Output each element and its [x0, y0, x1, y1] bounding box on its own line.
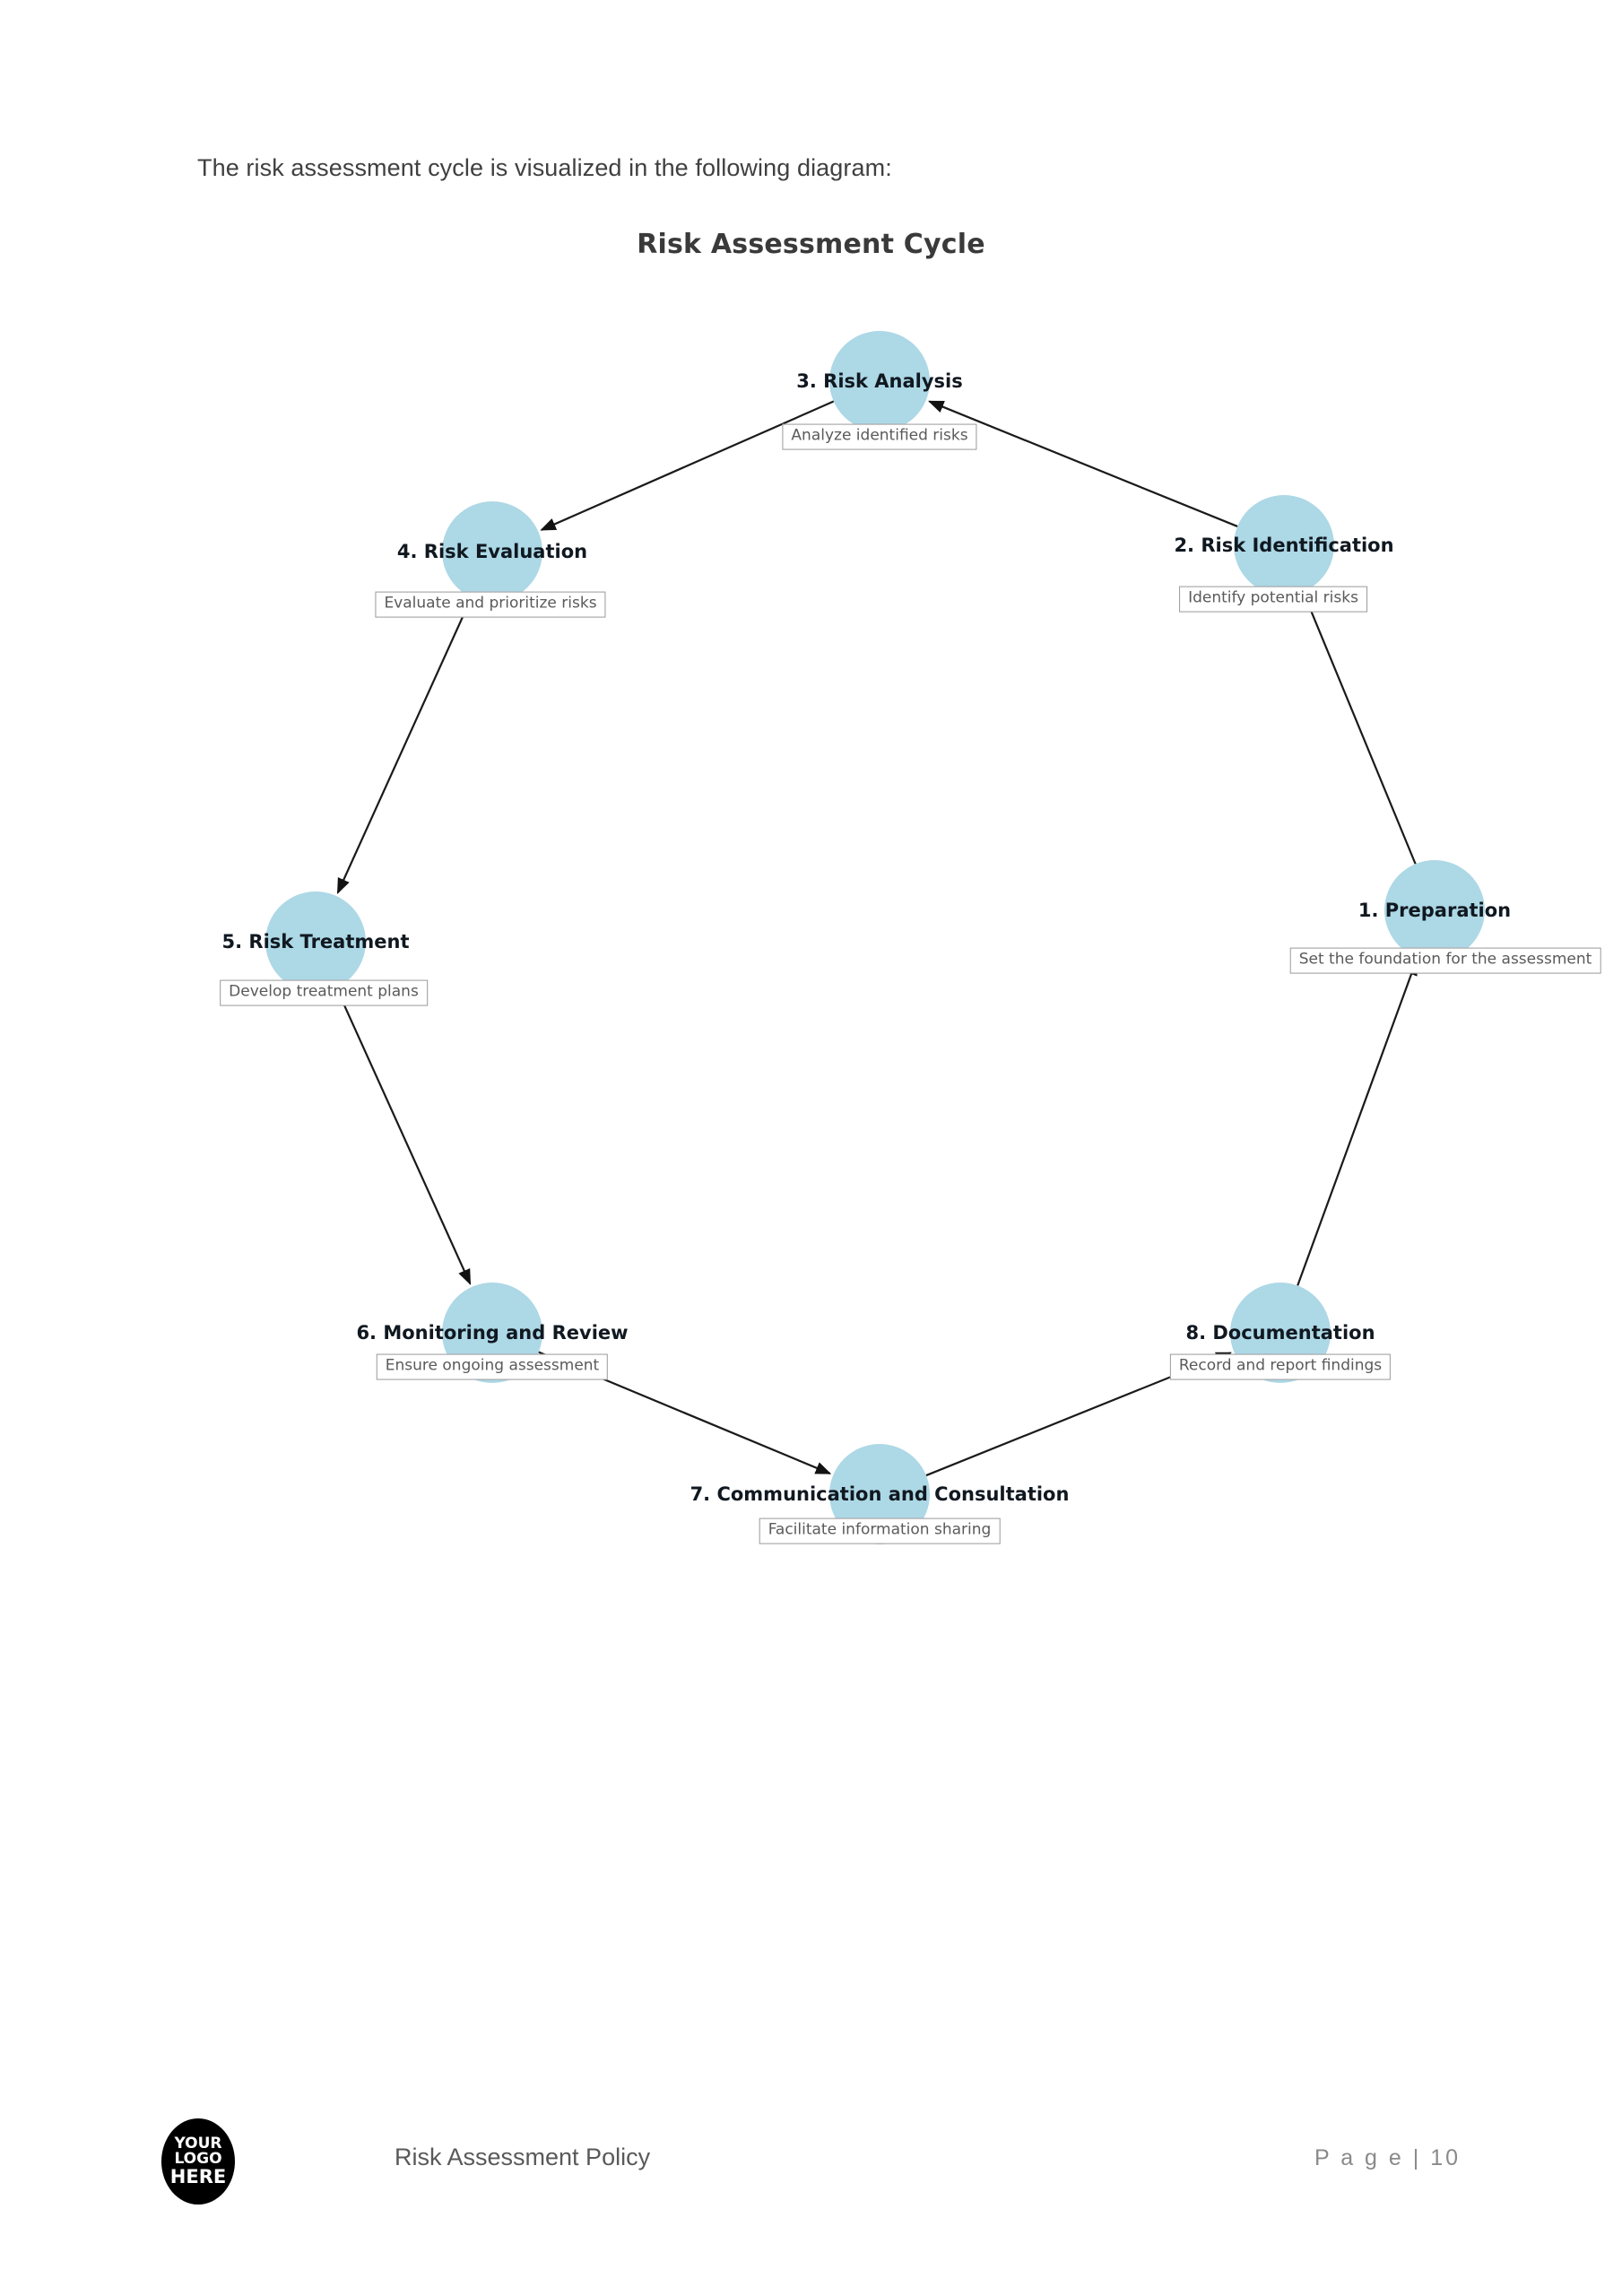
node-circle-2[interactable] [1234, 495, 1334, 596]
logo-line-3: HERE [169, 2165, 227, 2187]
logo-line-1: YOUR [174, 2134, 222, 2152]
intro-paragraph: The risk assessment cycle is visualized … [197, 154, 892, 181]
edge-label-6-to-7: Facilitate information sharing [759, 1518, 1001, 1544]
page-footer: YOUR LOGO HERE Risk Assessment Policy P … [0, 2117, 1622, 2296]
footer-page-number: P a g e | 10 [1314, 2145, 1461, 2170]
node-label-2: 2. Risk Identification [1174, 535, 1394, 556]
risk-assessment-cycle-figure: Risk Assessment Cycle 1. Preparation 2. R… [0, 206, 1622, 1632]
figure-title: Risk Assessment Cycle [637, 229, 985, 260]
node-circle-4[interactable] [442, 501, 542, 602]
edge-label-3-to-4: Evaluate and prioritize risks [375, 591, 606, 618]
node-label-5: 5. Risk Treatment [221, 931, 410, 952]
cycle-diagram: 1. Preparation 2. Risk Identification 3. R… [0, 206, 1622, 1632]
node-circle-1[interactable] [1384, 860, 1485, 961]
node-label-4: 4. Risk Evaluation [396, 541, 588, 562]
edge-8-to-1 [1297, 959, 1418, 1286]
edge-label-5-to-6: Ensure ongoing assessment [376, 1353, 609, 1380]
edge-1-to-2 [1303, 593, 1417, 865]
node-circle-5[interactable] [265, 891, 366, 992]
edge-label-7-to-8: Record and report findings [1169, 1353, 1392, 1380]
edge-label-4-to-5: Develop treatment plans [220, 979, 428, 1006]
edge-label-8-to-1: Set the foundation for the assessment [1289, 947, 1601, 974]
edge-label-2-to-3: Analyze identified risks [782, 423, 977, 450]
company-logo-placeholder: YOUR LOGO HERE [161, 2118, 235, 2205]
edge-label-1-to-2: Identify potential risks [1179, 586, 1367, 613]
footer-document-title: Risk Assessment Policy [395, 2144, 651, 2170]
edge-2-to-3 [927, 400, 1238, 527]
node-circle-3[interactable] [829, 331, 930, 431]
edge-3-to-4 [540, 400, 835, 531]
logo-line-2: LOGO [174, 2150, 222, 2169]
node-label-7: 7. Communication and Consultation [690, 1483, 1070, 1505]
node-label-1: 1. Preparation [1357, 900, 1512, 921]
node-label-8: 8. Documentation [1185, 1322, 1375, 1344]
node-label-3: 3. Risk Analysis [796, 370, 963, 392]
edge-5-to-6 [335, 987, 472, 1285]
edge-4-to-5 [336, 596, 473, 894]
node-label-6: 6. Monitoring and Review [356, 1322, 629, 1344]
